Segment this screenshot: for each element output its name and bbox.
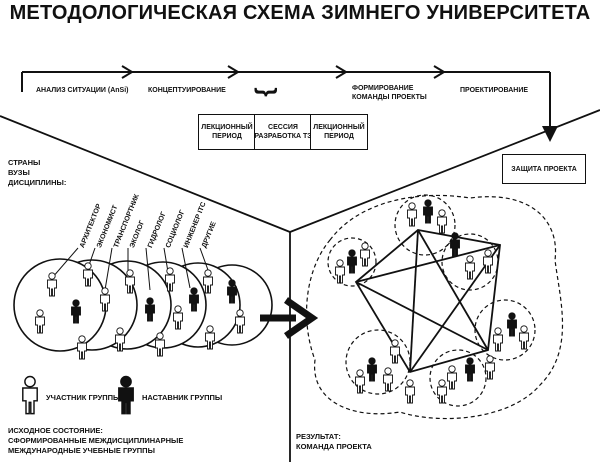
project-team (306, 194, 564, 420)
member-icon (155, 332, 165, 357)
left-heading: СТРАНЫ ВУЗЫ ДИСЦИПЛИНЫ: (8, 158, 67, 187)
legend-member-label: УЧАСТНИК ГРУППЫ (46, 393, 121, 402)
member-icon (437, 379, 447, 404)
mentor-icon (465, 357, 475, 382)
session-box-tz: СЕССИЯ РАЗРАБОТКА ТЗ (254, 114, 312, 150)
transition-arrow (260, 297, 319, 339)
mentor-icon (347, 249, 357, 274)
team-people (335, 199, 529, 404)
discipline-pointers (51, 247, 209, 291)
member-icon (355, 369, 365, 394)
session-box-lectures-1: ЛЕКЦИОННЫЙ ПЕРИОД (198, 114, 256, 150)
diagram-title: МЕТОДОЛОГИЧЕСКАЯ СХЕМА ЗИМНЕГО УНИВЕРСИТ… (9, 2, 591, 24)
member-icon (383, 367, 393, 392)
mentor-icon (507, 312, 517, 337)
member-icon (493, 327, 503, 352)
timeline (21, 65, 558, 142)
member-icon (447, 365, 457, 390)
final-defense-box: ЗАЩИТА ПРОЕКТА (502, 154, 586, 184)
member-icon (360, 242, 370, 267)
bracket-icon: } (253, 87, 281, 97)
stage-label-team: ФОРМИРОВАНИЕ КОМАНДЫ ПРОЕКТЫ (352, 85, 427, 101)
section-dividers (0, 109, 600, 462)
mentor-icon (367, 357, 377, 382)
member-icon (390, 339, 400, 364)
member-icon (465, 255, 475, 280)
member-icon (407, 202, 417, 227)
legend-mentor-label: НАСТАВНИК ГРУППЫ (142, 393, 223, 402)
session-box-lectures-2: ЛЕКЦИОННЫЙ ПЕРИОД (310, 114, 368, 150)
member-icon (485, 355, 495, 380)
mentor-icon (450, 232, 460, 257)
legend-mentor-icon (118, 375, 134, 415)
member-icon (437, 209, 447, 234)
result-caption: РЕЗУЛЬТАТ: КОМАНДА ПРОЕКТА (296, 432, 372, 451)
legend-member-icon (21, 375, 39, 415)
stage-label-design: ПРОЕКТИРОВАНИЕ (460, 87, 529, 94)
stage-label-concept: КОНЦЕПТУИРОВАНИЕ (148, 87, 226, 94)
member-icon (483, 249, 493, 274)
member-icon (335, 259, 345, 284)
initial-state-caption: ИСХОДНОЕ СОСТОЯНИЕ: СФОРМИРОВАННЫЕ МЕЖДИ… (8, 426, 184, 455)
member-icon (405, 379, 415, 404)
member-icon (519, 325, 529, 350)
stage-label-analysis: АНАЛИЗ СИТУАЦИИ (AnSi) (36, 87, 129, 94)
mentor-icon (423, 199, 433, 224)
member-icon (77, 335, 87, 360)
